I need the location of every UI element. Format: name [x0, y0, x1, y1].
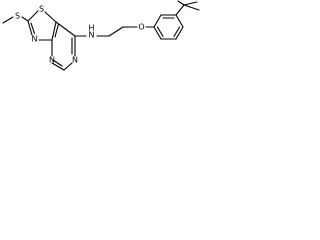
bond-c2-n3-double [30, 22, 36, 35]
atom-n-amine: N [89, 31, 95, 40]
bond-benzene-4-double [173, 26, 181, 38]
bond-benzene-3 [175, 14, 184, 28]
atom-n-pyrimidine-top: N [72, 56, 78, 65]
bond-c5-n4-double [52, 59, 63, 67]
bond-c7a-c7 [55, 21, 76, 37]
bond-c3a-c7a [51, 21, 57, 41]
bond-s1-c7a [44, 11, 57, 23]
bond-c2-n3 [27, 20, 33, 36]
atom-s-methyl: S [15, 12, 20, 21]
chemical-structure-diagram: S S N N N N H O [2, 0, 200, 71]
bond-c5-n4 [51, 62, 65, 71]
bond-benzene-6 [153, 26, 162, 40]
atom-n-thiazole: N [32, 35, 38, 44]
bond-benzene-1 [153, 14, 162, 28]
bond-layer [2, 0, 200, 71]
bond-methyl-s [2, 16, 14, 24]
atom-n-pyrimidine-bottom: N [49, 56, 55, 65]
bond-c2-s1 [27, 10, 39, 22]
bond-s-c2 [21, 16, 29, 22]
bond-benzene-6-double [156, 26, 164, 38]
bond-tbutyl-methyl-top [183, 1, 198, 6]
atom-s-thiazole: S [39, 5, 44, 14]
bond-tbutyl-methyl-left [177, 0, 185, 6]
bond-aryl-quaternary-c [175, 4, 185, 16]
bond-tbutyl-methyl-right [183, 4, 200, 11]
atom-label-layer: S S N N N N H O [15, 5, 145, 65]
bond-benzene-4 [175, 26, 184, 40]
bond-ch2-ch2 [108, 26, 124, 37]
atom-h-amine: H [88, 24, 94, 33]
bond-n6-c5 [63, 62, 73, 71]
atom-o-ether: O [138, 23, 144, 32]
bond-c3a-c7a-double [54, 23, 60, 38]
